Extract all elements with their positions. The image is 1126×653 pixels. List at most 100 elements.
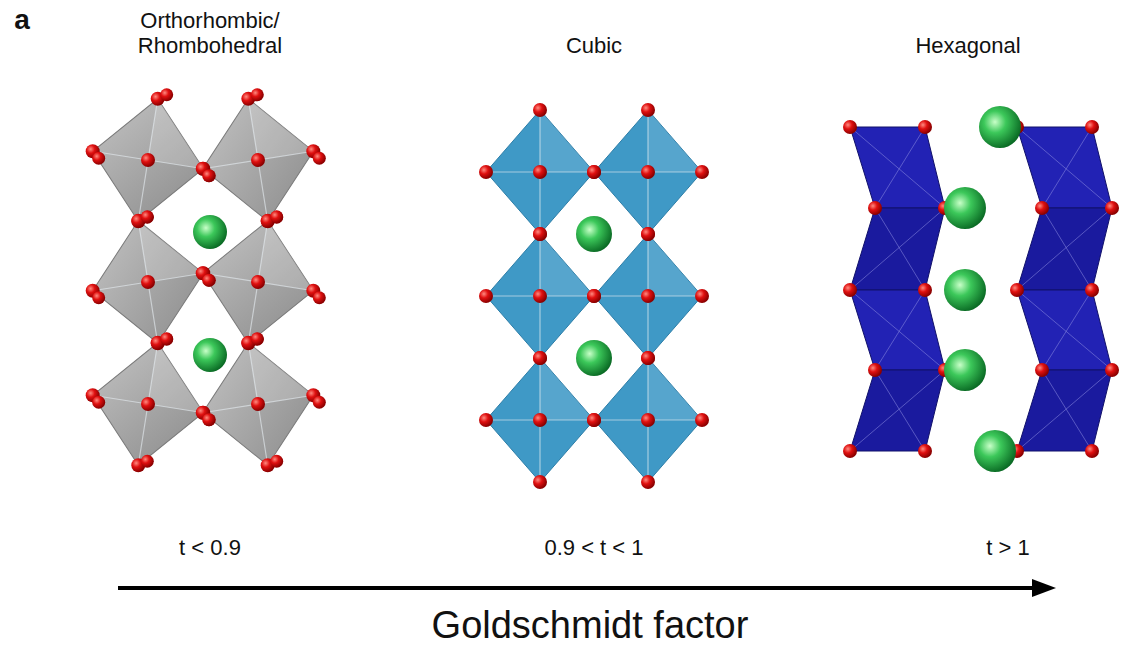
structure-title: Orthorhombic/ Rhombohedral — [123, 8, 298, 59]
orthorhombic-structure — [83, 88, 326, 474]
a-site-atom — [193, 215, 227, 249]
bond-line — [850, 370, 945, 451]
octahedron — [193, 90, 323, 230]
structure-title: Cubic — [494, 33, 694, 58]
octahedron-face — [83, 90, 213, 230]
panel-letter: a — [7, 4, 37, 36]
bond-line — [594, 234, 702, 358]
oxygen-atom — [92, 152, 105, 165]
hexagonal-structure — [843, 106, 1119, 472]
octahedron — [486, 110, 594, 234]
bond-line — [1017, 208, 1112, 290]
oxygen-atom — [1085, 444, 1099, 458]
oxygen-atom — [1105, 201, 1119, 215]
oxygen-atom — [141, 397, 155, 411]
octahedron-face — [594, 110, 702, 234]
goldschmidt-arrow — [118, 579, 1056, 597]
octahedron-face — [594, 234, 702, 358]
oxygen-atom — [160, 332, 173, 345]
bond-line — [83, 90, 213, 230]
octahedron-face — [1017, 208, 1112, 290]
oxygen-atom — [1085, 120, 1099, 134]
octahedron-shade — [148, 99, 213, 169]
oxygen-atom — [141, 210, 154, 223]
oxygen-atom — [251, 88, 264, 101]
oxygen-atom — [202, 413, 215, 426]
octahedron — [594, 234, 702, 358]
oxygen-atom — [918, 444, 932, 458]
a-site-atom — [944, 349, 986, 391]
bond-line — [850, 208, 945, 290]
tolerance-range: 0.9 < t < 1 — [494, 535, 694, 560]
oxygen-atom — [641, 289, 655, 303]
a-site-atom — [944, 187, 986, 229]
oxygen-atom — [695, 289, 709, 303]
octahedron-face — [850, 208, 945, 290]
oxygen-atom — [203, 169, 216, 182]
oxygen-atom — [587, 165, 601, 179]
oxygen-atom — [695, 165, 709, 179]
oxygen-atom — [533, 103, 547, 117]
structure-title: Hexagonal — [868, 33, 1068, 58]
oxygen-atom — [533, 227, 547, 241]
bond-line — [486, 234, 594, 358]
oxygen-atom — [251, 332, 264, 345]
oxygen-atom — [641, 103, 655, 117]
octahedron-face — [594, 358, 702, 482]
octahedron — [83, 90, 213, 230]
oxygen-atom — [533, 413, 547, 427]
octahedron-face — [193, 90, 323, 230]
oxygen-atom — [843, 283, 857, 297]
oxygen-atom — [533, 351, 547, 365]
octahedron — [193, 334, 323, 474]
oxygen-atom — [251, 153, 265, 167]
oxygen-atom — [141, 153, 155, 167]
octahedron — [594, 110, 702, 234]
arrow-shaft — [118, 586, 1036, 590]
oxygen-atom — [1035, 201, 1049, 215]
tolerance-range: t > 1 — [933, 535, 1083, 560]
octahedron-shade — [648, 110, 702, 172]
oxygen-atom — [533, 227, 547, 241]
oxygen-atom — [641, 227, 655, 241]
octahedron-face — [850, 290, 945, 370]
octahedron — [486, 358, 594, 482]
oxygen-atom — [533, 351, 547, 365]
octahedron-face — [486, 234, 594, 358]
oxygen-atom — [251, 397, 265, 411]
oxygen-atom — [533, 289, 547, 303]
tolerance-range: t < 0.9 — [110, 535, 310, 560]
octahedron-face — [193, 212, 323, 352]
a-site-atom — [576, 340, 612, 376]
bond-line — [1017, 290, 1112, 370]
oxygen-atom — [313, 291, 326, 304]
oxygen-atom — [141, 455, 154, 468]
octahedron-shade — [258, 221, 323, 291]
a-site-atom — [979, 106, 1021, 148]
oxygen-atom — [92, 396, 105, 409]
oxygen-atom — [587, 289, 601, 303]
oxygen-atom — [641, 413, 655, 427]
oxygen-atom — [533, 165, 547, 179]
oxygen-atom — [695, 413, 709, 427]
octahedron-face — [1017, 127, 1112, 208]
oxygen-atom — [313, 152, 326, 165]
oxygen-atom — [202, 169, 215, 182]
oxygen-atom — [587, 413, 601, 427]
oxygen-atom — [203, 413, 216, 426]
oxygen-atom — [1010, 283, 1024, 297]
octahedron-face — [850, 127, 945, 208]
bond-line — [850, 290, 945, 370]
oxygen-atom — [160, 88, 173, 101]
oxygen-atom — [587, 413, 601, 427]
oxygen-atom — [479, 289, 493, 303]
oxygen-atom — [843, 120, 857, 134]
oxygen-atom — [270, 455, 283, 468]
cubic-structure — [479, 103, 709, 489]
bond-line — [486, 110, 594, 234]
octahedron — [594, 358, 702, 482]
bond-line — [594, 110, 702, 234]
octahedron — [486, 234, 594, 358]
oxygen-atom — [918, 120, 932, 134]
